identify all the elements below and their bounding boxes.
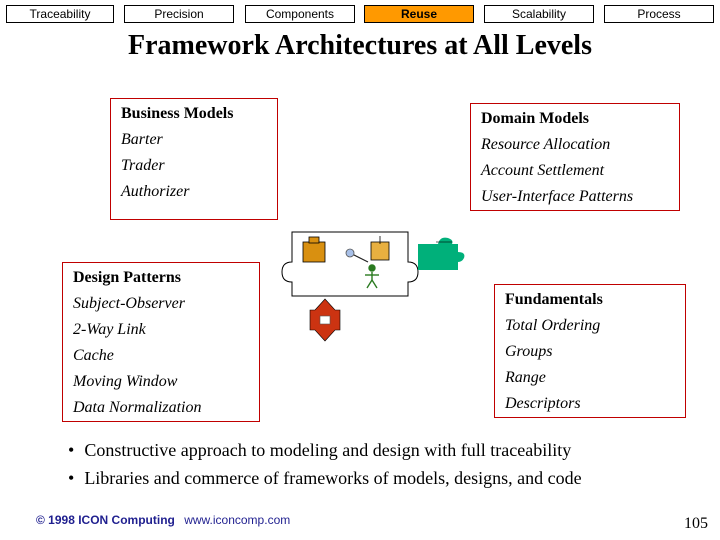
business-models-heading: Business Models [121, 105, 234, 122]
tab-traceability[interactable]: Traceability [6, 5, 114, 23]
tab-precision[interactable]: Precision [124, 5, 234, 23]
design-pattern-item: Cache [73, 347, 114, 364]
business-model-item: Barter [121, 131, 163, 148]
footer: © 1998 ICON Computing www.iconcomp.com [36, 513, 290, 527]
red-puzzle-piece-icon [309, 298, 341, 342]
puzzle-frame-icon [281, 231, 419, 297]
green-puzzle-piece-icon [418, 237, 465, 270]
stick-figure-icon [365, 264, 379, 289]
design-pattern-item: Moving Window [73, 373, 178, 390]
domain-models-heading: Domain Models [481, 110, 589, 127]
fundamentals-box: Fundamentals Total Ordering Groups Range… [494, 284, 686, 418]
design-pattern-item: Data Normalization [73, 399, 202, 416]
bullet-list: Constructive approach to modeling and de… [68, 436, 582, 492]
fundamentals-item: Descriptors [505, 395, 581, 412]
design-patterns-heading: Design Patterns [73, 269, 181, 286]
business-model-item: Authorizer [121, 183, 190, 200]
fundamentals-item: Total Ordering [505, 317, 601, 334]
business-models-box: Business Models Barter Trader Authorizer [110, 98, 278, 220]
footer-url-link[interactable]: www.iconcomp.com [184, 513, 291, 527]
fundamentals-item: Groups [505, 343, 553, 360]
tab-components[interactable]: Components [245, 5, 355, 23]
domain-model-item: Resource Allocation [481, 136, 611, 153]
design-pattern-item: Subject-Observer [73, 295, 185, 312]
fundamentals-item: Range [505, 369, 546, 386]
fundamentals-heading: Fundamentals [505, 291, 603, 308]
domain-models-box: Domain Models Resource Allocation Accoun… [470, 103, 680, 211]
connector-link-icon [345, 236, 390, 263]
tab-reuse[interactable]: Reuse [364, 5, 474, 23]
tab-process[interactable]: Process [604, 5, 714, 23]
page-number: 105 [684, 515, 708, 532]
page-title: Framework Architectures at All Levels [128, 30, 592, 61]
orange-puzzle-piece-icon [302, 236, 326, 263]
bullet-item: Constructive approach to modeling and de… [68, 436, 582, 464]
design-patterns-box: Design Patterns Subject-Observer 2-Way L… [62, 262, 260, 422]
tab-scalability[interactable]: Scalability [484, 5, 594, 23]
domain-model-item: Account Settlement [481, 162, 605, 179]
domain-model-item: User-Interface Patterns [481, 188, 634, 205]
bullet-item: Libraries and commerce of frameworks of … [68, 464, 581, 492]
business-model-item: Trader [121, 157, 165, 174]
design-pattern-item: 2-Way Link [73, 321, 146, 338]
copyright-text: © 1998 ICON Computing [36, 513, 175, 527]
